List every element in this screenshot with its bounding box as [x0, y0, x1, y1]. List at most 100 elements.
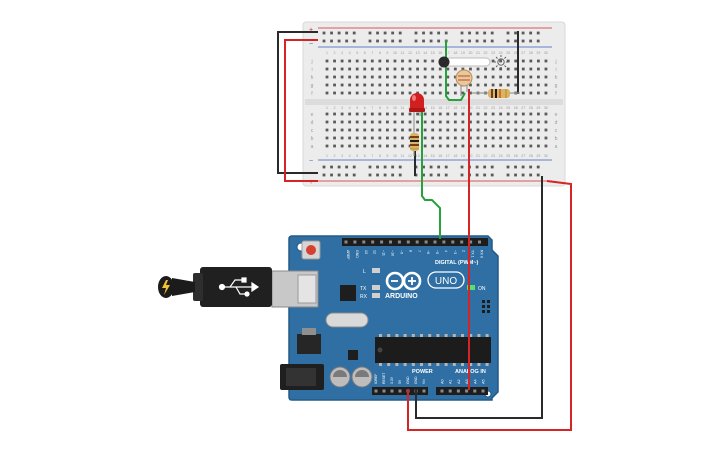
breadboard-hole[interactable] — [521, 83, 525, 87]
rail-hole[interactable] — [506, 173, 510, 177]
rail-hole[interactable] — [352, 39, 356, 43]
breadboard-hole[interactable] — [325, 67, 329, 71]
breadboard-hole[interactable] — [401, 136, 404, 140]
breadboard-hole[interactable] — [363, 59, 367, 63]
breadboard-hole[interactable] — [363, 91, 367, 95]
breadboard-hole[interactable] — [340, 67, 344, 71]
header-pin[interactable] — [478, 240, 481, 244]
breadboard-hole[interactable] — [416, 59, 419, 63]
rail-hole[interactable] — [475, 39, 479, 43]
rail-hole[interactable] — [460, 173, 464, 177]
breadboard-hole[interactable] — [370, 67, 374, 71]
rail-hole[interactable] — [330, 31, 333, 35]
breadboard-hole[interactable] — [438, 91, 442, 95]
breadboard-hole[interactable] — [333, 128, 336, 132]
breadboard-hole[interactable] — [431, 120, 435, 124]
breadboard-hole[interactable] — [438, 75, 442, 79]
breadboard-hole[interactable] — [438, 67, 442, 71]
breadboard-hole[interactable] — [393, 120, 397, 124]
wires[interactable] — [277, 31, 572, 431]
breadboard-hole[interactable] — [469, 83, 472, 87]
breadboard-hole[interactable] — [340, 112, 344, 116]
breadboard-hole[interactable] — [386, 144, 389, 148]
breadboard-hole[interactable] — [529, 144, 533, 148]
breadboard-hole[interactable] — [469, 128, 472, 132]
breadboard-hole[interactable] — [544, 91, 548, 95]
rail-hole[interactable] — [376, 39, 379, 43]
breadboard-hole[interactable] — [378, 120, 382, 124]
breadboard-hole[interactable] — [423, 75, 427, 79]
wire-green-led-signal[interactable] — [421, 112, 441, 239]
breadboard-hole[interactable] — [370, 144, 374, 148]
breadboard-hole[interactable] — [340, 75, 344, 79]
breadboard-hole[interactable] — [363, 144, 367, 148]
rail-hole[interactable] — [398, 39, 402, 43]
breadboard-hole[interactable] — [348, 120, 352, 124]
rail-hole[interactable] — [514, 39, 517, 43]
rail-hole[interactable] — [337, 165, 341, 169]
header-pin[interactable] — [422, 389, 426, 393]
breadboard-hole[interactable] — [325, 128, 329, 132]
breadboard-hole[interactable] — [476, 83, 480, 87]
breadboard-hole[interactable] — [446, 128, 450, 132]
breadboard-hole[interactable] — [378, 136, 382, 140]
breadboard-hole[interactable] — [499, 112, 503, 116]
breadboard-hole[interactable] — [446, 136, 450, 140]
breadboard-hole[interactable] — [506, 120, 510, 124]
breadboard-hole[interactable] — [544, 112, 548, 116]
breadboard-hole[interactable] — [325, 83, 329, 87]
rail-hole[interactable] — [429, 31, 433, 35]
breadboard-hole[interactable] — [431, 83, 435, 87]
breadboard-hole[interactable] — [378, 59, 382, 63]
breadboard-hole[interactable] — [529, 83, 533, 87]
breadboard-hole[interactable] — [521, 75, 525, 79]
rail-hole[interactable] — [514, 31, 517, 35]
rail-hole[interactable] — [391, 173, 395, 177]
breadboard-hole[interactable] — [348, 67, 352, 71]
breadboard-hole[interactable] — [386, 83, 389, 87]
breadboard-hole[interactable] — [438, 128, 442, 132]
rail-hole[interactable] — [437, 39, 441, 43]
breadboard-hole[interactable] — [355, 112, 359, 116]
breadboard-hole[interactable] — [393, 83, 397, 87]
breadboard-hole[interactable] — [355, 144, 359, 148]
breadboard-hole[interactable] — [537, 128, 540, 132]
breadboard-hole[interactable] — [438, 144, 442, 148]
breadboard-hole[interactable] — [378, 83, 382, 87]
breadboard-hole[interactable] — [521, 144, 525, 148]
breadboard-hole[interactable] — [401, 59, 404, 63]
breadboard-hole[interactable] — [461, 112, 465, 116]
breadboard-hole[interactable] — [446, 112, 450, 116]
breadboard-hole[interactable] — [491, 144, 495, 148]
rail-hole[interactable] — [506, 165, 510, 169]
breadboard-hole[interactable] — [370, 136, 374, 140]
slider-knob[interactable] — [438, 56, 450, 68]
breadboard-hole[interactable] — [476, 144, 480, 148]
breadboard-hole[interactable] — [461, 144, 465, 148]
breadboard-hole[interactable] — [491, 120, 495, 124]
rail-hole[interactable] — [391, 165, 395, 169]
breadboard-hole[interactable] — [521, 128, 525, 132]
breadboard-hole[interactable] — [355, 59, 359, 63]
breadboard-hole[interactable] — [370, 83, 374, 87]
breadboard-hole[interactable] — [325, 75, 329, 79]
rail-hole[interactable] — [521, 173, 525, 177]
breadboard-hole[interactable] — [363, 75, 367, 79]
breadboard-hole[interactable] — [537, 120, 540, 124]
rail-hole[interactable] — [352, 165, 356, 169]
breadboard-hole[interactable] — [333, 83, 336, 87]
breadboard-hole[interactable] — [476, 120, 480, 124]
breadboard-hole[interactable] — [469, 120, 472, 124]
rail-hole[interactable] — [345, 39, 349, 43]
breadboard-hole[interactable] — [506, 144, 510, 148]
rail-hole[interactable] — [422, 31, 425, 35]
rail-hole[interactable] — [468, 31, 471, 35]
rail-hole[interactable] — [330, 39, 333, 43]
rail-hole[interactable] — [483, 165, 487, 169]
breadboard-hole[interactable] — [431, 136, 435, 140]
breadboard-hole[interactable] — [340, 144, 344, 148]
header-pin[interactable] — [406, 240, 410, 244]
breadboard-hole[interactable] — [491, 75, 495, 79]
header-pin[interactable] — [390, 389, 394, 393]
breadboard-hole[interactable] — [529, 120, 533, 124]
